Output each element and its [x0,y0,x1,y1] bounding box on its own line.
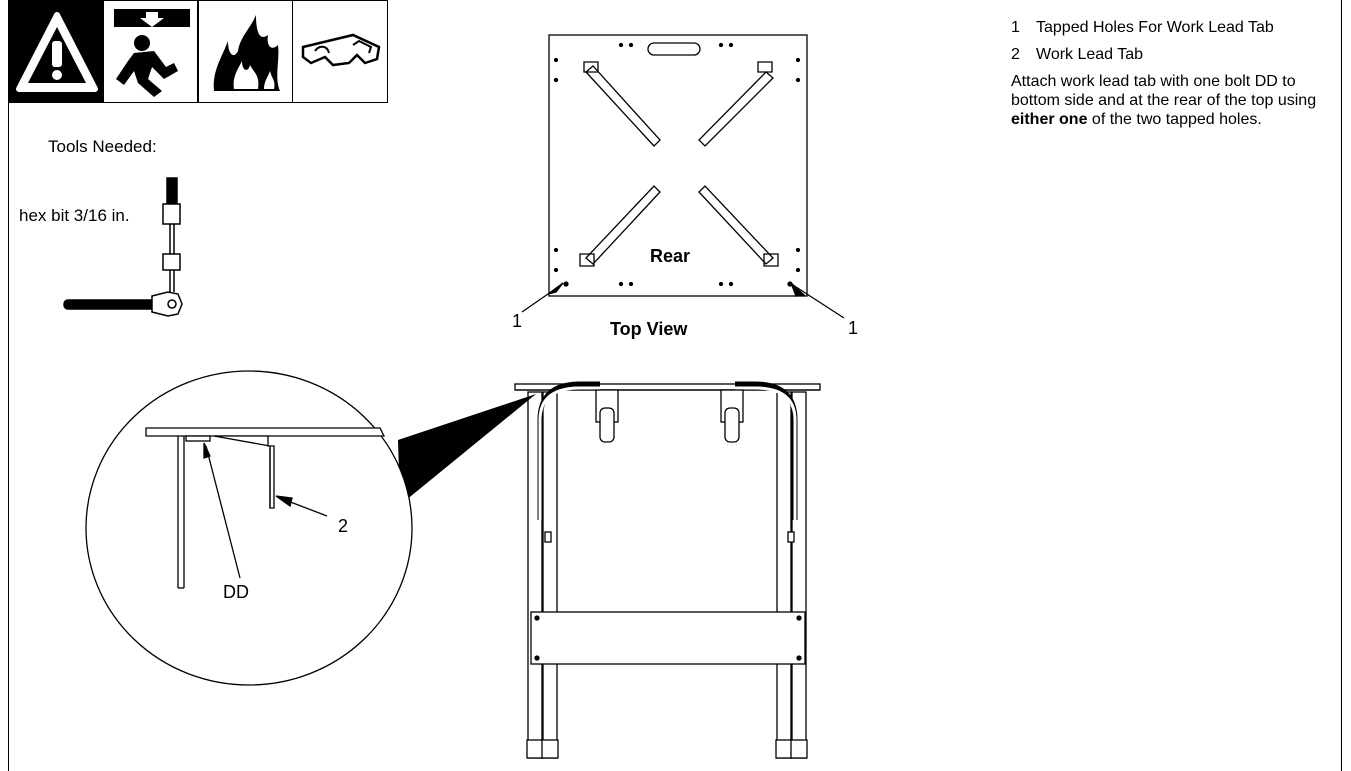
callout-2: 2 [338,516,349,536]
legend-item: 1 Tapped Holes For Work Lead Tab [1011,18,1336,37]
falling-load-icon [102,0,199,103]
callout-dd: DD [223,582,249,602]
callout-1-right: 1 [848,318,859,338]
tools-needed-label: Tools Needed: [48,137,157,156]
safety-icons [8,0,388,104]
legend-number: 2 [1011,46,1020,63]
legend-number: 1 [1011,19,1020,36]
ratchet-wrench-icon [63,177,183,317]
top-view-title: Top View [610,319,688,339]
page-frame [8,0,1342,771]
fire-icon [197,0,293,103]
detail-wedge [398,394,536,505]
legend-label: Work Lead Tab [1036,46,1144,63]
note-text-end: of the two tapped holes. [1087,111,1262,128]
note-emphasis: either one [1011,111,1088,128]
legend: 1 Tapped Holes For Work Lead Tab 2 Work … [1011,18,1336,129]
detail-view [85,370,413,686]
note-text-start: Attach work lead tab with one bolt DD to… [1011,73,1317,109]
warning-icon [8,0,104,103]
legend-item: 2 Work Lead Tab [1011,45,1336,64]
instruction-note: Attach work lead tab with one bolt DD to… [1011,72,1336,129]
legend-label: Tapped Holes For Work Lead Tab [1036,19,1274,36]
rear-label: Rear [650,246,691,266]
table-side-view [514,381,821,759]
hex-bit-label: hex bit 3/16 in. [19,206,130,225]
safety-glasses-icon [291,0,388,103]
top-view-plate [521,34,845,319]
callout-1-left: 1 [512,311,523,331]
